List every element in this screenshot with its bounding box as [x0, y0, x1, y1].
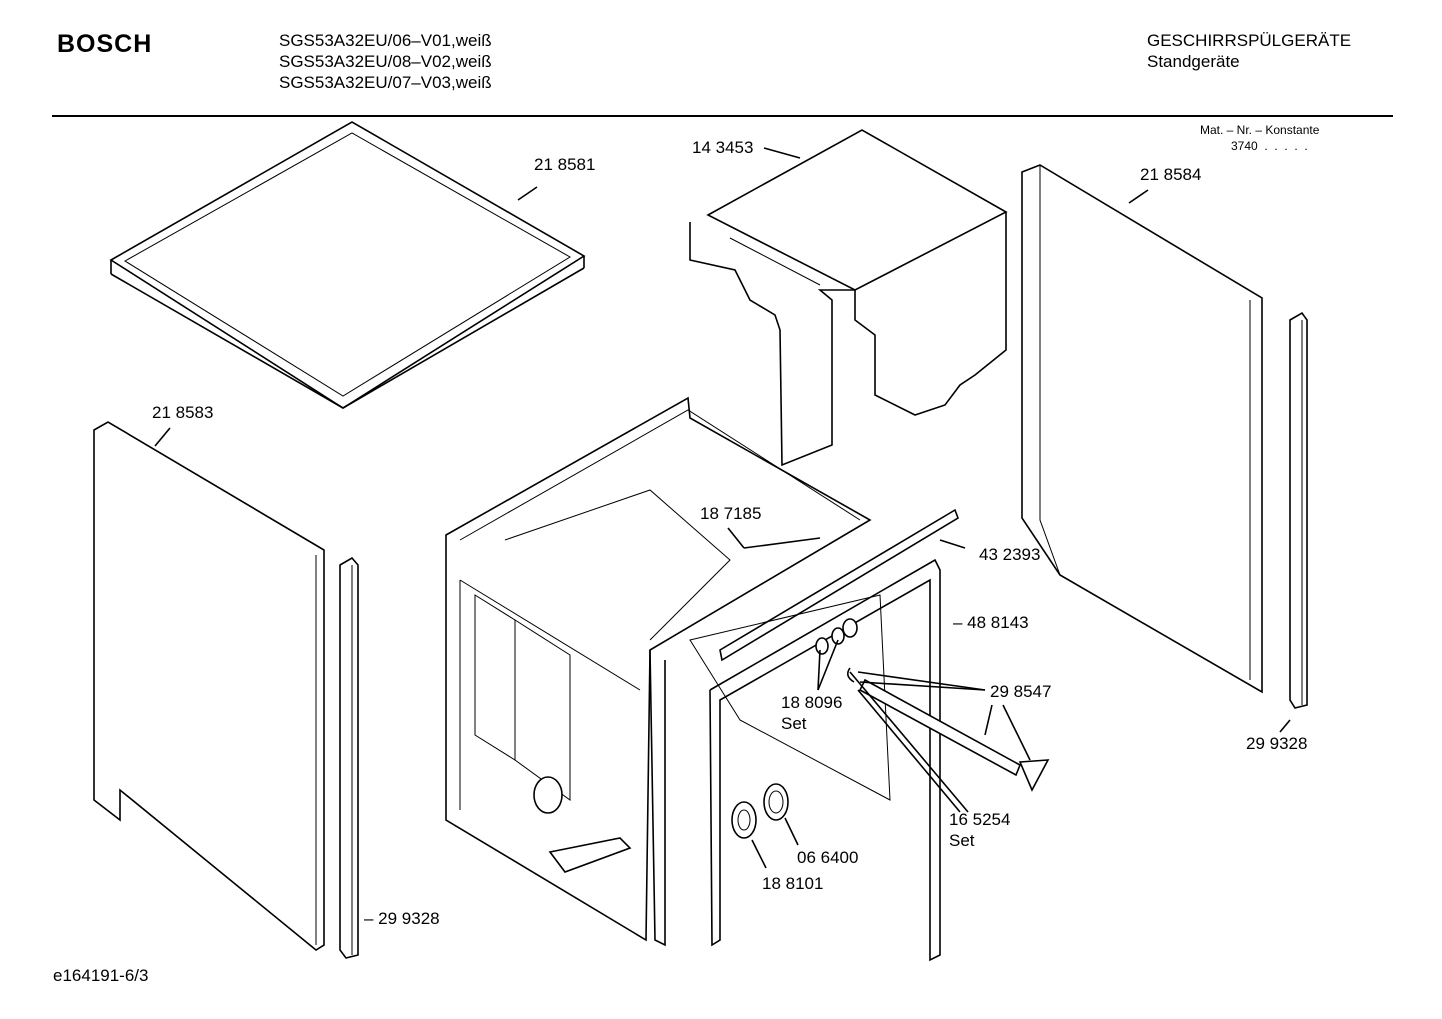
category-title: GESCHIRRSPÜLGERÄTE [1147, 31, 1352, 50]
top-cover-part [689, 129, 1008, 467]
model-line: SGS53A32EU/07–V03,weiß [279, 73, 492, 92]
part-label-298547: 29 8547 [990, 682, 1052, 701]
base-plate-part [689, 594, 1050, 801]
part-label-188096: 18 8096 [781, 693, 843, 712]
part-label-143453: 14 3453 [692, 138, 754, 157]
leader-lines [727, 527, 1031, 869]
category-subtitle: Standgeräte [1147, 52, 1240, 71]
brand-logo: BOSCH [57, 30, 153, 58]
part-label-188096-set: Set [781, 714, 807, 733]
part-label-299328-right: 29 9328 [1246, 734, 1308, 753]
part-label-188101: 18 8101 [762, 874, 824, 893]
part-label-432393: 43 2393 [979, 545, 1041, 564]
model-line: SGS53A32EU/06–V01,weiß [279, 31, 492, 50]
drawing-id: e164191-6/3 [53, 966, 149, 985]
part-label-165254: 16 5254 [949, 810, 1011, 829]
left-side-panel-part [93, 421, 325, 951]
part-label-187185: 18 7185 [700, 504, 762, 523]
mat-nr-block: Mat. – Nr. – Konstante 3740 . . . . . [1200, 122, 1319, 154]
header-divider [52, 115, 1393, 117]
mat-nr-label: Mat. – Nr. – Konstante [1200, 123, 1320, 137]
door-seal-part [709, 508, 966, 962]
model-list: SGS53A32EU/06–V01,weiß SGS53A32EU/08–V02… [279, 30, 492, 93]
category-block: GESCHIRRSPÜLGERÄTE Standgeräte [1147, 30, 1351, 72]
worktop-part [109, 121, 586, 409]
filter-cap-part [763, 783, 789, 821]
part-label-218584: 21 8584 [1140, 165, 1202, 184]
model-line: SGS53A32EU/08–V02,weiß [279, 52, 492, 71]
part-label-488143: – 48 8143 [953, 613, 1029, 632]
trim-strip-right-part [1279, 311, 1308, 733]
right-side-panel-part [1021, 164, 1263, 694]
part-label-218583: 21 8583 [152, 403, 214, 422]
part-label-165254-set: Set [949, 831, 975, 850]
part-label-066400: 06 6400 [797, 848, 859, 867]
tub-body-part [445, 396, 872, 947]
drain-ring-part [731, 801, 757, 839]
part-label-299328-left: – 29 9328 [364, 909, 440, 928]
part-label-218581: 21 8581 [534, 155, 596, 174]
mat-nr-value: 3740 . . . . . [1231, 139, 1308, 153]
trim-strip-left-part [339, 556, 359, 959]
